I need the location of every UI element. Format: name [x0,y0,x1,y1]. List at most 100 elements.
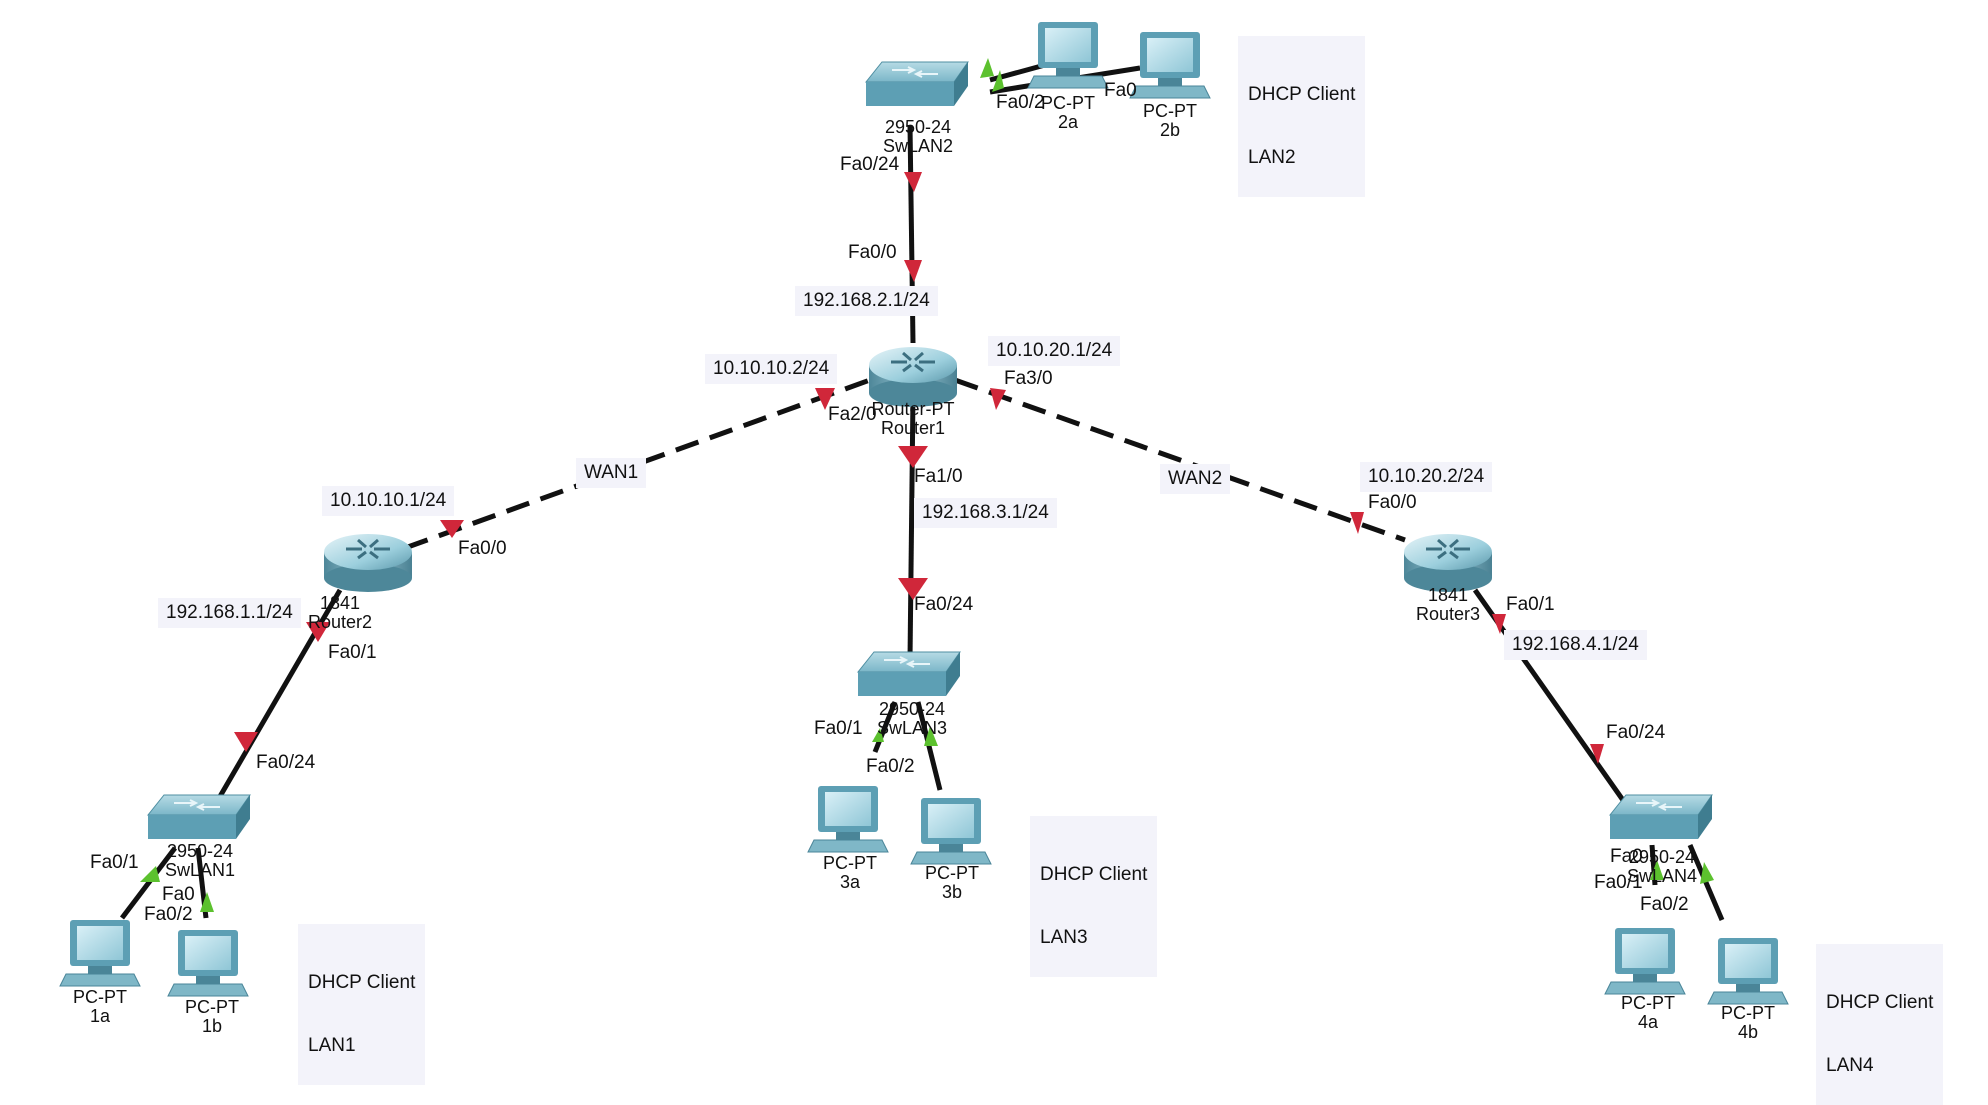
port-label: Fa0/2 [144,904,193,925]
device-name: Router2 [307,612,373,632]
link-label-wan2: WAN2 [1160,464,1231,494]
ip-label-r1-wan2: 10.10.20.1/24 [988,336,1121,366]
port-down-marker [440,520,464,538]
pc2b-icon[interactable] [1129,32,1211,99]
port-up-marker [980,58,994,78]
pc4a-label: PC-PT 4a [1621,994,1675,1032]
pc3a-label: PC-PT 3a [823,854,877,892]
pc4a-icon[interactable] [1604,928,1686,995]
device-model: 1841 [319,593,361,613]
note-dhcp-lan3: DHCP Client LAN3 [1030,816,1158,977]
device-model: PC-PT [1041,93,1095,113]
device-name: 4a [1637,1012,1659,1032]
pc3b-icon[interactable] [910,798,992,865]
swlan1-label: 2950-24 SwLAN1 [165,842,235,880]
swlan4-label: 2950-24 SwLAN4 [1627,848,1697,886]
port-label: Fa0/24 [914,594,974,615]
link-wan1[interactable] [404,377,871,551]
port-label: Fa0/1 [1594,872,1643,893]
link-swlan4-pc4b[interactable] [1687,844,1725,921]
pc1a-icon[interactable] [59,920,141,987]
port-down-marker [1590,744,1604,764]
swlan2-icon[interactable] [864,61,969,106]
ip-label-r1-wan1: 10.10.10.2/24 [705,354,838,384]
note-line: LAN2 [1248,147,1296,168]
port-down-marker [1492,614,1506,634]
note-line: DHCP Client [1248,84,1356,105]
port-down-marker [306,622,330,642]
device-name: SwLAN3 [876,718,948,738]
device-model: PC-PT [73,987,127,1007]
router1-icon[interactable] [869,347,957,407]
device-name: 2b [1159,120,1181,140]
ip-label-r1-lan2: 192.168.2.1/24 [795,286,938,316]
pc4b-icon[interactable] [1707,938,1789,1005]
device-model: PC-PT [1621,993,1675,1013]
note-line: DHCP Client [308,972,416,993]
note-line: LAN4 [1826,1055,1874,1076]
device-name: Router3 [1415,604,1481,624]
port-label: Fa1/0 [914,466,963,487]
port-label: Fa0/1 [814,718,863,739]
pc3b-label: PC-PT 3b [925,864,979,902]
device-name: 3a [839,872,861,892]
swlan1-icon[interactable] [146,794,251,839]
device-model: 2950-24 [884,117,952,137]
device-model: PC-PT [925,863,979,883]
device-model: 1841 [1427,585,1469,605]
device-name: 4b [1737,1022,1759,1042]
port-up-marker [140,866,160,882]
port-label: Fa2/0 [828,404,877,425]
port-label: Fa0/2 [1640,894,1689,915]
note-line: LAN1 [308,1035,356,1056]
swlan4-icon[interactable] [1608,794,1713,839]
device-model: 2950-24 [166,841,234,861]
port-label: Fa0/0 [848,242,897,263]
link-swlan3-pc3a[interactable] [872,701,898,753]
device-model: PC-PT [185,997,239,1017]
port-down-marker [1350,512,1364,534]
router3-icon[interactable] [1404,534,1492,592]
device-name: 3b [941,882,963,902]
note-dhcp-lan2: DHCP Client LAN2 [1238,36,1366,197]
device-model: 2950-24 [1628,847,1696,867]
port-label: Fa3/0 [1004,368,1053,389]
device-name: SwLAN1 [164,860,236,880]
device-name: 1b [201,1016,223,1036]
ip-label-r2-wan1: 10.10.10.1/24 [322,486,455,516]
link-swlan1-pc1a[interactable] [120,846,177,920]
note-dhcp-lan1: DHCP Client LAN1 [298,924,426,1085]
pc1b-label: PC-PT 1b [185,998,239,1036]
port-label: Fa0/1 [90,852,139,873]
device-name: SwLAN2 [882,136,954,156]
ip-label-r3-wan2: 10.10.20.2/24 [1360,462,1493,492]
port-markers [140,58,1714,912]
pc2b-label: PC-PT 2b [1143,102,1197,140]
note-line: DHCP Client [1826,992,1934,1013]
pc1b-icon[interactable] [167,930,249,997]
router2-label: 1841 Router2 [308,594,372,632]
port-label: Fa0 [162,884,195,905]
link-router1-swlan3[interactable] [907,394,916,661]
port-label: Fa0/24 [1606,722,1666,743]
note-line: DHCP Client [1040,864,1148,885]
pc2a-icon[interactable] [1027,22,1109,89]
pc2a-label: PC-PT 2a [1041,94,1095,132]
port-up-marker [924,726,938,746]
swlan2-label: 2950-24 SwLAN2 [883,118,953,156]
note-line: LAN3 [1040,927,1088,948]
device-model: 2950-24 [878,699,946,719]
pc4b-label: PC-PT 4b [1721,1004,1775,1042]
port-up-marker [1700,862,1714,884]
port-label: Fa0/1 [1506,594,1555,615]
swlan3-icon[interactable] [856,651,961,696]
port-label: Fa0/24 [256,752,316,773]
port-label: Fa0/0 [458,538,507,559]
router2-icon[interactable] [324,534,412,592]
link-label-wan1: WAN1 [576,458,647,488]
router3-label: 1841 Router3 [1416,586,1480,624]
link-wan2[interactable] [954,377,1406,543]
pc3a-icon[interactable] [807,786,889,853]
port-down-marker [904,260,922,282]
port-down-marker [904,172,922,192]
